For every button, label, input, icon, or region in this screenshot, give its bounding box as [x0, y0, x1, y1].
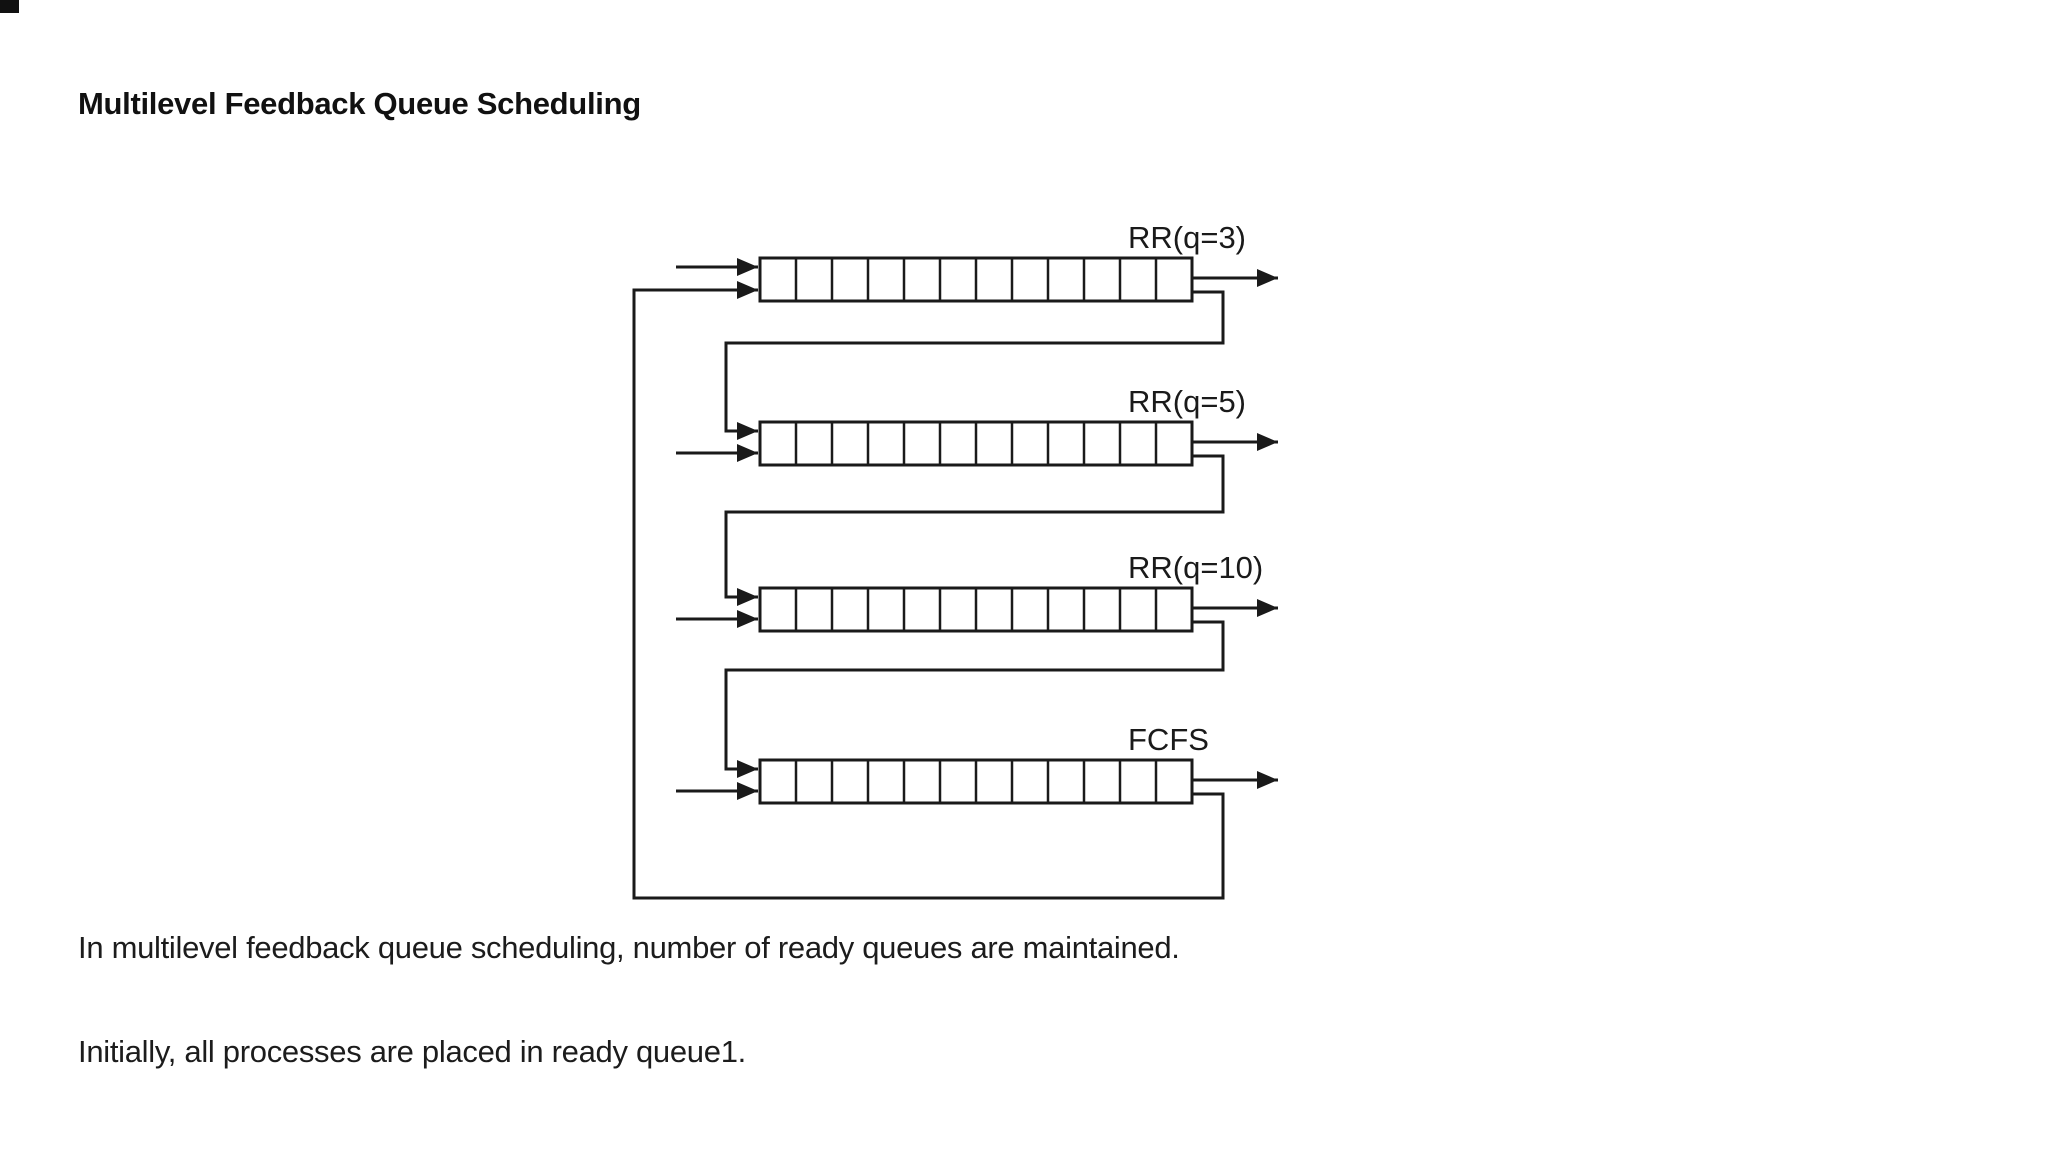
queue-1-label: RR(q=3) — [1128, 220, 1246, 255]
queue-2-label: RR(q=5) — [1128, 384, 1246, 419]
queue-4-cells — [794, 760, 1158, 803]
queue-3-label: RR(q=10) — [1128, 550, 1263, 585]
corner-artifact — [0, 0, 19, 13]
queue-3: RR(q=10) — [676, 550, 1278, 633]
queue-1: RR(q=3) — [676, 220, 1278, 303]
queue-2: RR(q=5) — [676, 384, 1278, 467]
demotion-path-2-to-3 — [724, 454, 1225, 606]
queue-1-cells — [794, 258, 1158, 301]
queue-4-label: FCFS — [1128, 722, 1209, 757]
body-paragraph-1: In multilevel feedback queue scheduling,… — [78, 930, 1180, 965]
queue-3-cells — [794, 588, 1158, 631]
queue-4: FCFS — [676, 722, 1278, 805]
feedback-loop-path — [632, 281, 1225, 900]
page-title: Multilevel Feedback Queue Scheduling — [78, 86, 641, 121]
body-paragraph-2: Initially, all processes are placed in r… — [78, 1034, 746, 1069]
demotion-path-1-to-2 — [724, 290, 1225, 440]
queue-2-cells — [794, 422, 1158, 465]
demotion-path-3-to-4 — [724, 620, 1225, 778]
